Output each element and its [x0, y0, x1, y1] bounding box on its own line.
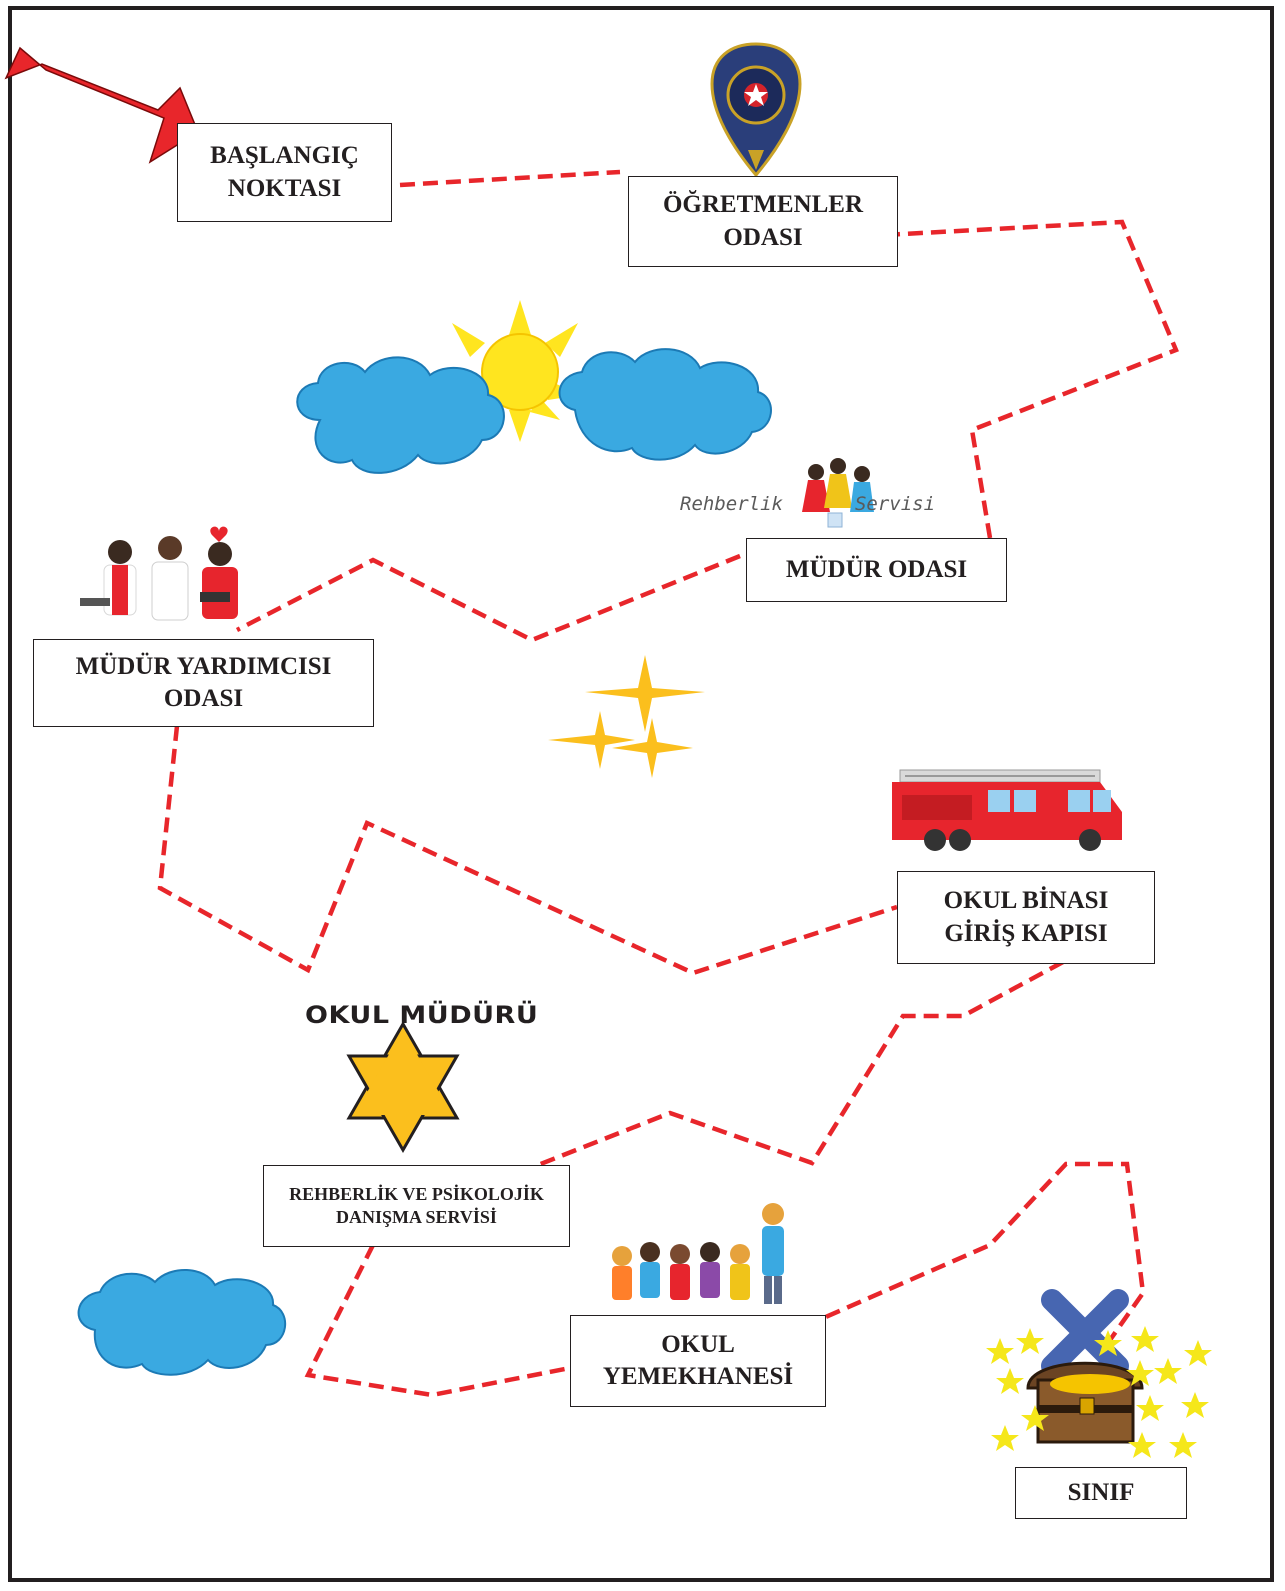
station-vice-principal-room-line2: ODASI — [163, 685, 244, 712]
station-vice-principal-room-line1: MÜDÜR YARDIMCISI — [75, 652, 332, 680]
station-teachers-room-line2: ODASI — [723, 223, 803, 251]
treasure-chest-icon — [1026, 1361, 1144, 1444]
guidance-logo-text: Rehberlik Servisi — [680, 493, 935, 515]
x-mark-icon — [1041, 1289, 1129, 1377]
page-frame — [8, 6, 1274, 1582]
station-building-entrance: OKUL BİNASI GİRİŞ KAPISI — [897, 871, 1155, 964]
hexagram-star-icon — [346, 1020, 460, 1154]
fire-truck-icon — [892, 769, 1122, 851]
station-principal-room: MÜDÜR ODASI — [746, 538, 1007, 602]
station-cafeteria-line1: OKUL — [661, 1330, 735, 1358]
sun-icon — [452, 300, 580, 442]
station-vice-principal-room: MÜDÜR YARDIMCISI ODASI — [33, 639, 374, 727]
police-badge-icon — [710, 42, 802, 178]
station-start-line1: BAŞLANGIÇ — [210, 142, 359, 169]
station-guidance-service-line1: REHBERLİK VE PSİKOLOJİK — [289, 1183, 544, 1204]
station-guidance-service: REHBERLİK VE PSİKOLOJİK DANIŞMA SERVİSİ — [263, 1165, 570, 1247]
red-arrow-icon — [4, 46, 199, 164]
cloud-icon — [77, 1269, 287, 1376]
guidance-children-logo-icon — [802, 458, 874, 528]
station-classroom: SINIF — [1015, 1467, 1187, 1519]
station-classroom-line1: SINIF — [1067, 1478, 1135, 1506]
station-cafeteria: OKUL YEMEKHANESİ — [570, 1315, 826, 1407]
children-group-icon — [612, 1203, 784, 1304]
guidance-logo-word-2: Servisi — [854, 493, 936, 515]
station-start: BAŞLANGIÇ NOKTASI — [177, 123, 392, 222]
station-cafeteria-line2: YEMEKHANESİ — [602, 1363, 794, 1390]
principal-star-label: OKUL MÜDÜRÜ — [305, 1001, 539, 1030]
station-building-entrance-line1: OKUL BİNASI — [943, 887, 1109, 914]
station-teachers-room-line1: ÖĞRETMENLER — [662, 191, 864, 218]
cloud-icon — [558, 348, 772, 461]
dashed-route — [157, 169, 1179, 1398]
station-principal-room-line1: MÜDÜR ODASI — [785, 555, 968, 583]
star-sparkles-icon — [986, 1326, 1212, 1458]
station-building-entrance-line2: GİRİŞ KAPISI — [944, 919, 1108, 947]
station-start-line2: NOKTASI — [227, 174, 342, 202]
station-teachers-room: ÖĞRETMENLER ODASI — [628, 176, 898, 267]
station-guidance-service-line2: DANIŞMA SERVİSİ — [336, 1207, 497, 1227]
sparkle-stars-icon — [548, 655, 705, 778]
guidance-logo-word-1: Rehberlik — [680, 493, 783, 515]
cloud-icon — [296, 356, 505, 474]
staff-people-icon — [80, 526, 238, 621]
